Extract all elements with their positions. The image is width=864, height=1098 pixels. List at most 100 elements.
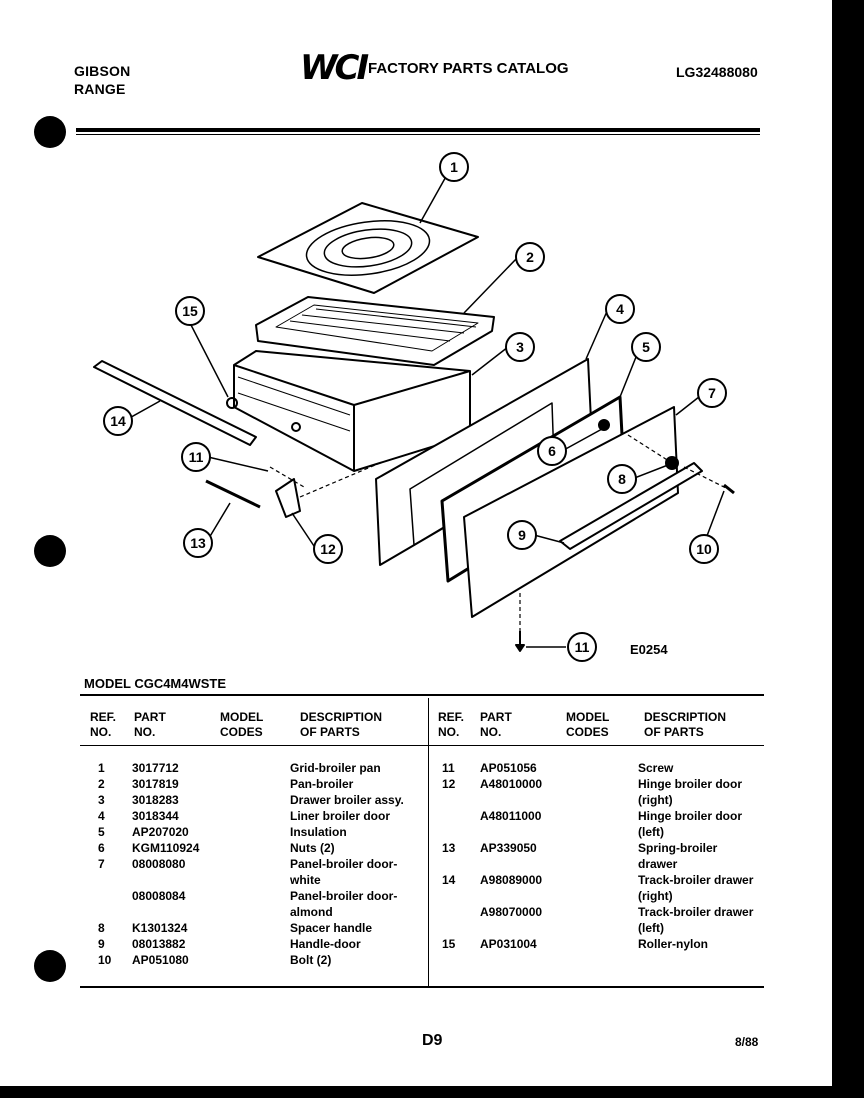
callout-3: 3 [516,339,524,355]
column-header-model-right: MODEL CODES [566,710,610,739]
pan-broiler-drawing [255,296,495,366]
callout-11-bottom: 11 [575,639,590,655]
table-center-divider [428,698,429,986]
column-header-model-left: MODEL CODES [220,710,264,739]
callout-11: 11 [189,449,204,465]
part-number: KGM110924 [132,841,200,855]
part-number: A48010000 [480,777,543,791]
table-header-rule [80,745,764,746]
part-description: Panel-broiler door- [290,857,398,871]
column-header-part-left: PART NO. [134,710,166,739]
part-description: Pan-broiler [290,777,354,791]
broiler-drawer-spring-drawing [205,479,261,509]
part-number: 3018344 [132,809,179,823]
date-code: 8/88 [735,1035,759,1049]
callout-8: 8 [618,471,626,487]
page-code: D9 [422,1032,443,1049]
part-number: A98070000 [480,905,543,919]
header-rule-thick [76,128,760,132]
part-ref-no: 3 [98,793,105,807]
callout-2: 2 [526,249,534,265]
part-description: (left) [638,921,664,935]
model-number: MODEL CGC4M4WSTE [84,676,227,691]
brand-name: GIBSON [74,63,131,79]
part-number: AP031004 [480,937,537,951]
part-ref-no: 5 [98,825,105,839]
callout-13: 13 [190,535,206,551]
part-description: Insulation [290,825,347,839]
broiler-drawer-track-drawing [93,360,257,446]
part-description: white [290,873,321,887]
part-description: Handle-door [290,937,361,951]
part-description: Nuts (2) [290,841,335,855]
part-description: (left) [638,825,664,839]
part-description: Spacer handle [290,921,373,935]
part-number: 08013882 [132,937,186,951]
part-ref-no: 11 [442,761,455,775]
column-header-part-right: PART NO. [480,710,512,739]
binder-hole-middle [34,535,66,567]
part-ref-no: 12 [442,777,456,791]
binder-hole-bottom [34,950,66,982]
part-description: Panel-broiler door- [290,889,398,903]
part-number: AP051080 [132,953,189,967]
part-number: 3017819 [132,777,179,791]
callout-4: 4 [616,301,624,317]
part-description: Bolt (2) [290,953,332,967]
callout-15: 15 [182,303,198,319]
callout-12: 12 [320,541,336,557]
header-rule-thin [76,134,760,135]
part-number: AP339050 [480,841,537,855]
part-ref-no: 14 [442,873,456,887]
part-description: (right) [638,889,673,903]
part-ref-no: 6 [98,841,105,855]
part-ref-no: 15 [442,937,456,951]
door-handle-drawing [559,462,703,550]
part-ref-no: 9 [98,937,105,951]
part-description: Spring-broiler [638,841,718,855]
part-ref-no: 7 [98,857,105,871]
column-header-desc-right: DESCRIPTION OF PARTS [644,710,727,739]
publication-number: LG32488080 [676,64,758,80]
table-top-rule [80,694,764,696]
part-ref-no: 1 [98,761,105,775]
callout-5: 5 [642,339,650,355]
column-header-ref-left: REF. NO. [90,710,117,739]
part-ref-no: 8 [98,921,105,935]
part-number: 3018283 [132,793,179,807]
product-type: RANGE [74,81,126,97]
part-description: Roller-nylon [638,937,709,951]
part-number: 08008084 [132,889,186,903]
exploded-parts-diagram: 1 2 3 4 5 6 7 8 9 10 11 12 13 14 15 11 [93,152,735,662]
table-bottom-rule [80,986,764,988]
callout-6: 6 [548,443,556,459]
part-description: Screw [638,761,674,775]
panel-broiler-door-drawing [463,406,679,618]
part-ref-no: 13 [442,841,456,855]
part-number: A48011000 [480,809,542,823]
part-number: AP207020 [132,825,189,839]
part-number: AP051056 [480,761,537,775]
catalog-title: FACTORY PARTS CATALOG [368,60,569,77]
binder-hole-top [34,116,66,148]
column-header-ref-right: REF. NO. [438,710,465,739]
part-ref-no: 10 [98,953,112,967]
callout-14: 14 [110,413,126,429]
callout-7: 7 [708,385,716,401]
part-number: 3017712 [132,761,179,775]
part-description: drawer [638,857,678,871]
part-description: Track-broiler drawer [638,905,754,919]
part-description: almond [290,905,333,919]
callout-10: 10 [696,541,712,557]
column-header-desc-left: DESCRIPTION OF PARTS [300,710,383,739]
drawing-code: E0254 [630,642,668,657]
callout-1: 1 [450,159,458,175]
grid-broiler-pan-drawing [257,202,479,294]
callout-9: 9 [518,527,526,543]
part-ref-no: 2 [98,777,105,791]
part-description: Liner broiler door [290,809,391,823]
part-ref-no: 4 [98,809,105,823]
scan-border-bottom [0,1086,864,1098]
part-number: 08008080 [132,857,186,871]
part-description: Hinge broiler door [638,777,743,791]
